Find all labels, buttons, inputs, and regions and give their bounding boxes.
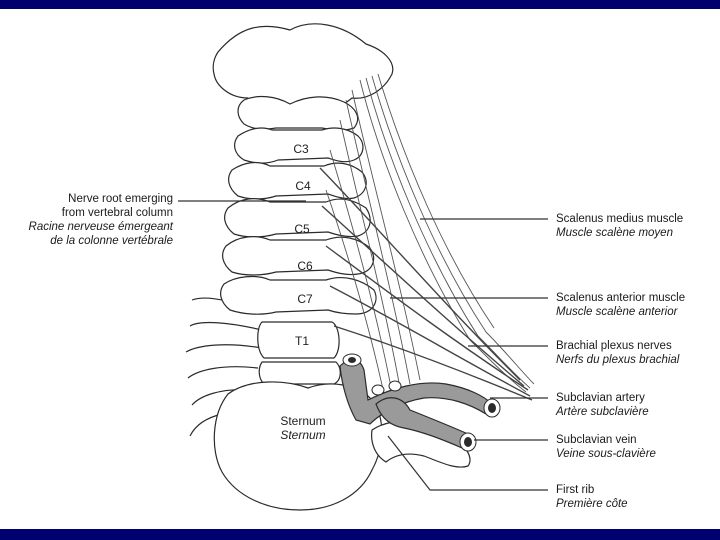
bottom-band: [0, 529, 720, 540]
rib-shape: [187, 366, 259, 379]
label-nerve-root-en2: from vertebral column: [61, 207, 173, 219]
label-subclavian-vein-fr: Veine sous-clavière: [556, 448, 656, 460]
label-brachial-plexus-fr: Nerfs du plexus brachial: [556, 354, 680, 366]
label-brachial-plexus: Brachial plexus nerves Nerfs du plexus b…: [556, 339, 679, 367]
vertebra-t2-shape: [258, 361, 341, 385]
nerve-line: [333, 325, 533, 401]
label-scalenus-anterior: Scalenus anterior muscle Muscle scalène …: [556, 291, 685, 319]
label-nerve-root-fr2: de la colonne vertébrale: [50, 235, 173, 247]
muscle-fiber: [329, 149, 393, 393]
vertebra-label-c5: C5: [294, 222, 310, 236]
nerve-line: [321, 205, 525, 387]
vertebra-c6-shape: [222, 236, 375, 276]
rib-shape: [185, 344, 263, 353]
label-subclavian-artery-en: Subclavian artery: [556, 392, 645, 404]
label-nerve-root-fr1: Racine nerveuse émergeant: [28, 221, 173, 233]
label-scalenus-medius: Scalenus medius muscle Muscle scalène mo…: [556, 212, 683, 240]
sternum-shape: [213, 381, 383, 511]
atlas-shape: [212, 23, 394, 112]
vertebra-label-c6: C6: [297, 259, 313, 273]
label-scalenus-medius-en: Scalenus medius muscle: [556, 213, 684, 225]
vertebra-c5-shape: [224, 198, 371, 238]
label-subclavian-artery: Subclavian artery Artère subclavière: [556, 391, 649, 419]
vertebra-label-c7: C7: [297, 292, 313, 306]
label-brachial-plexus-en: Brachial plexus nerves: [556, 340, 672, 352]
label-first-rib-fr: Première côte: [556, 498, 628, 510]
muscle-fiber: [365, 77, 531, 389]
sternum-label-en: Sternum: [280, 414, 326, 428]
label-scalenus-anterior-en: Scalenus anterior muscle: [556, 292, 686, 304]
label-nerve-root: Nerve root emerging from vertebral colum…: [20, 192, 173, 248]
label-subclavian-vein: Subclavian vein Veine sous-clavière: [556, 433, 656, 461]
artery-lumen: [388, 380, 402, 392]
muscle-fiber: [339, 119, 401, 389]
muscle-fiber: [377, 73, 495, 329]
top-band: [0, 0, 720, 9]
nerve-line: [329, 285, 531, 397]
nerve-line: [319, 167, 521, 381]
rib-shape: [189, 321, 263, 331]
label-nerve-root-en1: Nerve root emerging: [68, 193, 173, 205]
muscle-fiber: [359, 79, 527, 393]
label-first-rib: First rib Première côte: [556, 483, 628, 511]
sternum-label-fr: Sternum: [280, 428, 326, 442]
leader-first-rib: [387, 435, 548, 491]
axis-shape: [237, 95, 359, 131]
muscle-fiber: [351, 89, 421, 381]
sternum-label: Sternum Sternum: [268, 414, 338, 442]
vertebra-label-c3: C3: [293, 142, 309, 156]
label-subclavian-artery-fr: Artère subclavière: [556, 406, 649, 418]
muscle-fiber: [325, 189, 385, 395]
vertebra-label-c4: C4: [295, 179, 311, 193]
nerve-line: [325, 245, 529, 391]
artery-lumen: [371, 384, 385, 396]
vertebra-label-t1: T1: [294, 334, 310, 348]
vein-lumen-dark: [464, 437, 472, 447]
artery-lumen-dark: [348, 357, 356, 363]
vertebra-c4-shape: [228, 161, 367, 200]
vertebra-c7-shape: [220, 275, 377, 315]
label-subclavian-vein-en: Subclavian vein: [556, 434, 637, 446]
artery-lumen-dark: [488, 403, 496, 413]
label-scalenus-medius-fr: Muscle scalène moyen: [556, 227, 673, 239]
label-first-rib-en: First rib: [556, 484, 595, 496]
muscle-fiber: [371, 75, 535, 385]
label-scalenus-anterior-fr: Muscle scalène anterior: [556, 306, 678, 318]
muscle-fiber: [345, 99, 411, 385]
